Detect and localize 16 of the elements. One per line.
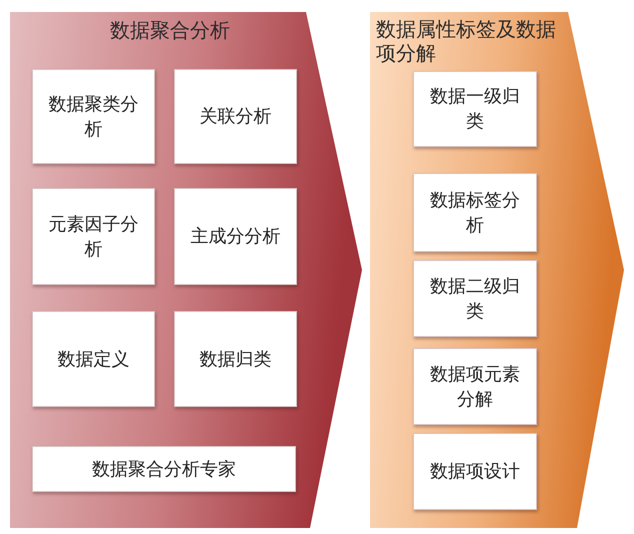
process-box: 数据项元素分解: [413, 348, 537, 425]
process-box: 数据一级归类: [413, 71, 537, 147]
panel-title: 数据属性标签及数据项分解: [376, 17, 557, 65]
process-box: 数据定义: [32, 311, 155, 407]
process-box: 数据归类: [174, 311, 297, 407]
process-box: 数据标签分析: [413, 173, 537, 252]
process-box: 数据聚类分析: [32, 69, 155, 164]
process-box: 元素因子分析: [32, 188, 155, 285]
chevron-panel: [10, 12, 362, 528]
process-box: 主成分分析: [174, 188, 297, 285]
process-box: 数据项设计: [413, 433, 537, 510]
process-box: 数据二级归类: [413, 260, 537, 337]
panel-title: 数据聚合分析: [110, 18, 230, 42]
process-box: 关联分析: [174, 69, 297, 164]
process-box: 数据聚合分析专家: [32, 446, 296, 492]
chevron-panel: [370, 12, 624, 528]
